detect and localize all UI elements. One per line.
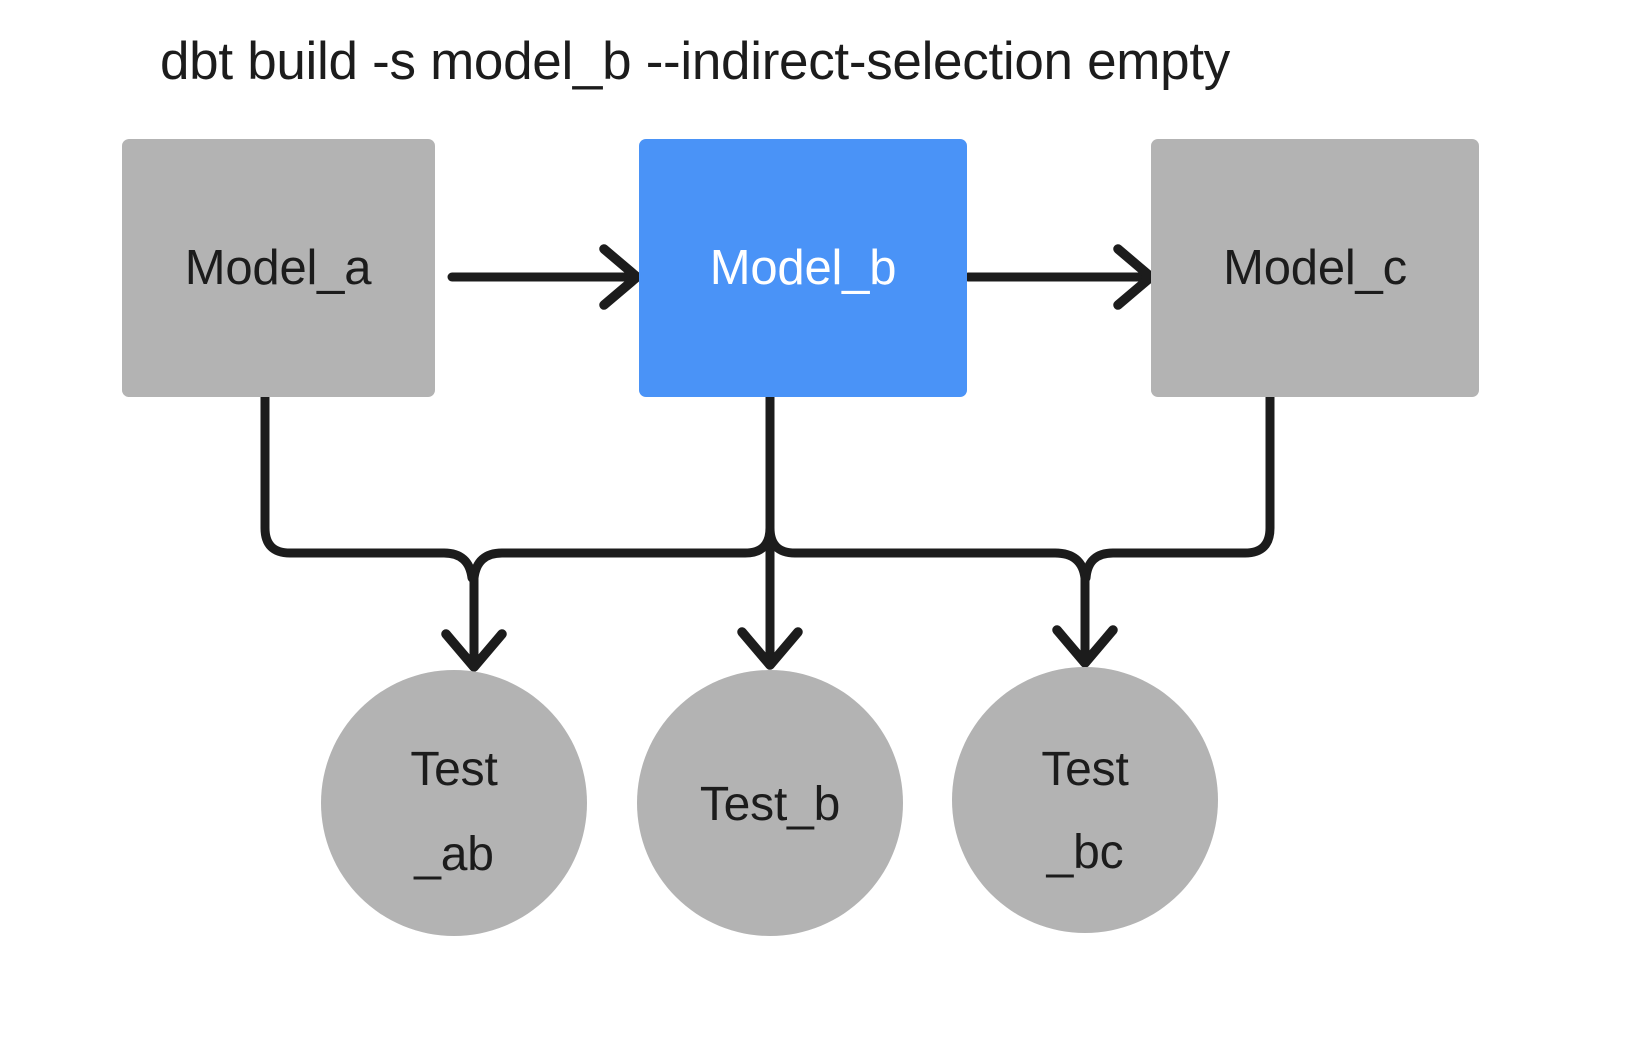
diagram-title: dbt build -s model_b --indirect-selectio…	[160, 32, 1231, 91]
node-model-b[interactable]: Model_b	[639, 139, 967, 397]
node-test-ab-label-line-1: Test	[410, 743, 497, 796]
edge-model-b-to-test-bc	[765, 392, 1090, 583]
node-test-ab-label-line-2: _ab	[413, 828, 494, 881]
node-test-b-shape[interactable]	[637, 670, 903, 936]
edge-model-a-to-test-ab	[260, 392, 477, 583]
edge-stem-test-bc	[1052, 565, 1118, 668]
edge-model-b-to-model-c	[963, 244, 1156, 310]
node-test-ab-shape[interactable]	[321, 670, 587, 936]
node-test-ab[interactable]: Test _ab	[321, 670, 587, 936]
node-model-b-shape[interactable]	[639, 139, 967, 397]
node-test-bc-label-line-1: Test	[1041, 743, 1128, 796]
edge-stem-test-ab	[441, 565, 507, 672]
node-model-a-label: Model_a	[185, 241, 373, 295]
edge-model-c-to-test-bc	[1081, 392, 1275, 583]
node-test-bc[interactable]: Test _bc	[952, 667, 1218, 933]
node-model-c-shape[interactable]	[1151, 139, 1479, 397]
edge-model-b-to-test-ab	[469, 392, 775, 583]
node-model-a-shape[interactable]	[122, 139, 435, 397]
node-test-bc-label-line-2: _bc	[1046, 826, 1124, 879]
node-test-b-label-line-1: Test_b	[700, 778, 840, 831]
node-model-c[interactable]: Model_c	[1151, 139, 1479, 397]
node-model-a[interactable]: Model_a	[122, 139, 435, 397]
edge-model-a-to-model-b	[447, 244, 642, 310]
node-test-b[interactable]: Test_b	[637, 670, 903, 936]
node-test-bc-shape[interactable]	[952, 667, 1218, 933]
node-model-b-label: Model_b	[710, 241, 897, 295]
node-model-c-label: Model_c	[1223, 241, 1407, 295]
